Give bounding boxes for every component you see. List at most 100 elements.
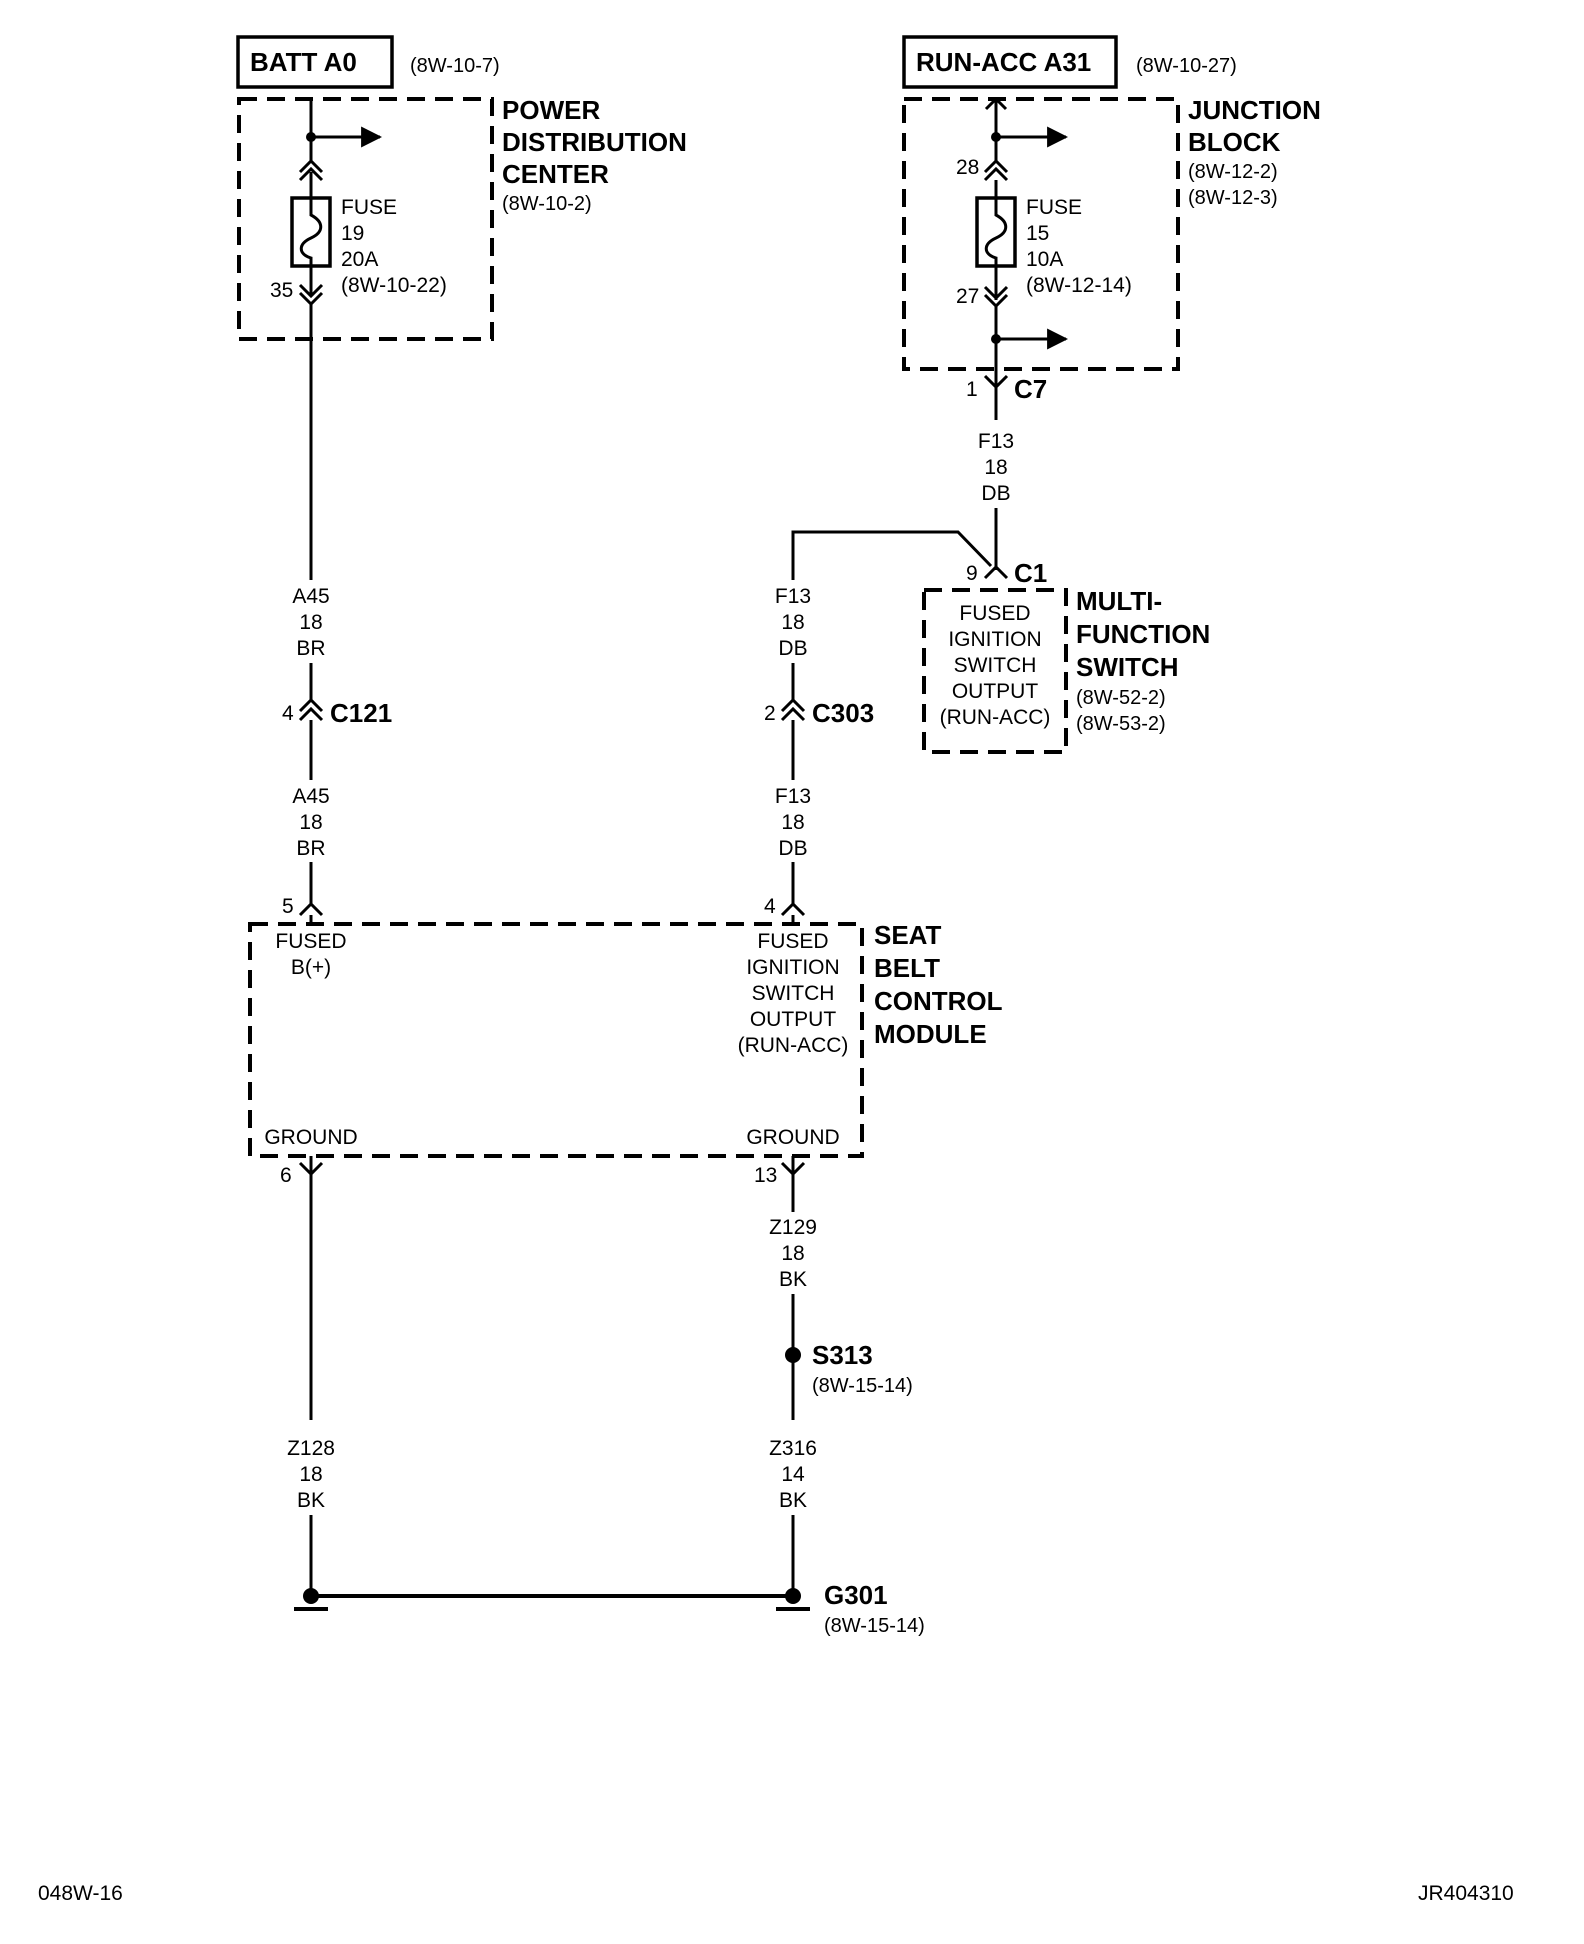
c1-name: C1 [1014,558,1047,588]
sbcm-ign-label-2: IGNITION [746,956,839,979]
fuse15-label-1: FUSE [1026,196,1082,219]
sbcm-pin-4: 4 [764,895,776,918]
wire-a45-lower-color: BR [296,837,325,860]
sbcm-b-label-1: FUSED [275,930,346,953]
c121-chevron-2 [298,706,324,722]
fuse19-label-2: 19 [341,222,364,245]
wire-a45-lower-circuit: A45 [292,785,329,808]
c121-name: C121 [330,698,392,728]
g301-name: G301 [824,1580,888,1610]
wire-f13-mid-gauge: 18 [781,611,804,634]
s313-ref: (8W-15-14) [812,1375,913,1397]
fuse19-pin-35: 35 [270,279,293,302]
batt-a0-label: BATT A0 [250,47,357,77]
ground-right-dot [785,1588,801,1604]
wire-f13-branch [791,530,993,580]
sbcm-pin-6: 6 [280,1164,292,1187]
c7-pin: 1 [966,378,978,401]
wire-a45-upper-color: BR [296,637,325,660]
wire-a45-upper-circuit: A45 [292,585,329,608]
pdc-title-3: CENTER [502,159,609,189]
jb-title-2: BLOCK [1188,127,1281,157]
fuse19-label-3: 20A [341,248,378,271]
s313-name: S313 [812,1340,873,1370]
c303-pin: 2 [764,702,776,725]
fuse15-pin-27: 27 [956,285,979,308]
footer-left-code: 048W-16 [38,1882,123,1905]
sbcm-ign-label-5: (RUN-ACC) [738,1034,849,1057]
mfs-inner-4: OUTPUT [952,680,1039,703]
c1-chevron [983,564,1009,580]
wire-z129-circuit: Z129 [769,1216,817,1239]
footer-right-code: JR404310 [1418,1882,1514,1905]
jb-ref-1: (8W-12-2) [1188,161,1278,183]
sbcm-ground-right: GROUND [746,1126,839,1149]
run-acc-a31-label: RUN-ACC A31 [916,47,1091,77]
sbcm-b-label-2: B(+) [291,956,331,979]
sbcm-box [248,922,864,1158]
c1-pin: 9 [966,562,978,585]
c303-chevron-1 [780,697,806,713]
s313-splice-dot [785,1347,801,1363]
wire-f13-lower-circuit: F13 [775,785,811,808]
fuse15-top-chevron [983,158,1009,174]
wire-f13-upper-gauge: 18 [984,456,1007,479]
fuse15-top-chevron-2 [983,166,1009,182]
pdc-title-2: DISTRIBUTION [502,127,687,157]
wire-z128-color: BK [297,1489,325,1512]
wire-a45-lower-gauge: 18 [299,811,322,834]
wire-z128-gauge: 18 [299,1463,322,1486]
mfs-box [922,588,1068,754]
sbcm-pin5-chevron [298,901,324,917]
fuse19-bottom-chevron [298,283,324,299]
c7-name: C7 [1014,374,1047,404]
wire-z129-gauge: 18 [781,1242,804,1265]
wire-z129-color: BK [779,1268,807,1291]
fuse15-label-3: 10A [1026,248,1063,271]
run-acc-a31-ref: (8W-10-27) [1136,55,1237,77]
wire-f13-lower-gauge: 18 [781,811,804,834]
pdc-title-1: POWER [502,95,600,125]
run-acc-a31-box [902,35,1118,89]
batt-a0-box [236,35,394,89]
fuse15-label-4: (8W-12-14) [1026,274,1132,297]
sbcm-title-4: MODULE [874,1019,987,1049]
pdc-box [237,97,494,341]
mfs-inner-2: IGNITION [948,628,1041,651]
wire-f13-upper-circuit: F13 [978,430,1014,453]
mfs-title-3: SWITCH [1076,652,1179,682]
fuse15-pin-28: 28 [956,156,979,179]
sbcm-title-2: BELT [874,953,940,983]
jb-ref-2: (8W-12-3) [1188,187,1278,209]
sbcm-ign-label-3: SWITCH [752,982,835,1005]
wire-f13-mid-circuit: F13 [775,585,811,608]
sbcm-ign-label-1: FUSED [757,930,828,953]
mfs-ref-2: (8W-53-2) [1076,713,1166,735]
wire-z316-color: BK [779,1489,807,1512]
c303-name: C303 [812,698,874,728]
fuse19-label-1: FUSE [341,196,397,219]
wire-f13-upper-color: DB [981,482,1010,505]
junction-block-box [902,97,1180,371]
mfs-title-2: FUNCTION [1076,619,1210,649]
batt-a0-ref: (8W-10-7) [410,55,500,77]
ground-left-dot [303,1588,319,1604]
pdc-ref: (8W-10-2) [502,193,592,215]
c121-pin: 4 [282,702,294,725]
fuse15-label-2: 15 [1026,222,1049,245]
c121-chevron-1 [298,697,324,713]
sbcm-title-1: SEAT [874,920,942,950]
fuse19-top-chevron-2 [298,166,324,182]
sbcm-title-3: CONTROL [874,986,1003,1016]
g301-ref: (8W-15-14) [824,1615,925,1637]
sbcm-pin-13: 13 [754,1164,777,1187]
mfs-ref-1: (8W-52-2) [1076,687,1166,709]
mfs-inner-1: FUSED [959,602,1030,625]
jb-title-1: JUNCTION [1188,95,1321,125]
mfs-inner-5: (RUN-ACC) [940,706,1051,729]
wire-f13-lower-color: DB [778,837,807,860]
sbcm-pin-5: 5 [282,895,294,918]
c303-chevron-2 [780,706,806,722]
fuse19-label-4: (8W-10-22) [341,274,447,297]
